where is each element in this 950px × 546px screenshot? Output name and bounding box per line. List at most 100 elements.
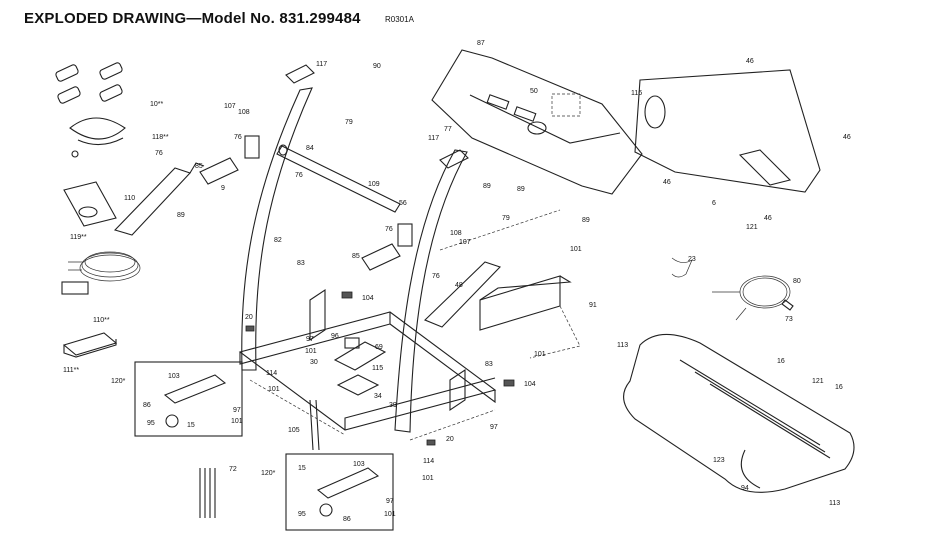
label-107: 107 [224, 103, 236, 110]
label-82: 82 [274, 237, 282, 244]
label-77: 77 [444, 126, 452, 133]
upright-frame [241, 64, 469, 433]
label-113-a: 113 [617, 342, 628, 349]
label-121-a: 121 [746, 224, 758, 231]
label-23: 23 [688, 256, 696, 263]
label-46-a: 46 [746, 58, 754, 65]
label-101-b: 101 [534, 351, 546, 358]
label-76-d: 76 [385, 226, 393, 233]
label-111: 111** [63, 367, 79, 374]
label-116: 116 [631, 90, 642, 97]
label-110-b: 110** [93, 317, 110, 324]
label-101-f: 101 [384, 511, 396, 518]
label-110: 110 [124, 195, 135, 202]
crossbar-109 [276, 144, 401, 213]
label-10: 10** [150, 101, 164, 108]
label-101-a: 101 [305, 348, 317, 355]
label-76-b: 76 [155, 150, 163, 157]
drawing-code: R0301A [385, 15, 414, 24]
label-79-a: 79 [345, 119, 353, 126]
motor-assembly [333, 337, 387, 396]
label-94: 94 [741, 485, 749, 492]
label-108: 108 [238, 109, 250, 116]
label-91: 91 [589, 302, 597, 309]
cd-119 [63, 181, 117, 227]
label-20-b: 20 [446, 436, 454, 443]
label-121-b: 121 [812, 378, 824, 385]
cables-110 [61, 251, 141, 295]
label-15-a: 15 [187, 422, 195, 429]
label-73: 73 [785, 316, 793, 323]
label-103-a: 103 [168, 373, 180, 380]
label-118: 118** [152, 134, 169, 141]
label-69: 69 [375, 344, 383, 351]
handrail-right [424, 261, 502, 328]
label-114-b: 114 [423, 458, 434, 465]
manual-111 [62, 332, 118, 358]
label-117-top: 117 [316, 61, 327, 68]
label-46-b: 46 [843, 134, 851, 141]
label-105: 105 [288, 427, 300, 434]
label-56: 56 [399, 200, 407, 207]
label-6: 6 [712, 200, 716, 207]
hood-94 [623, 333, 855, 493]
strut-105 [199, 399, 320, 518]
hand-weights [55, 62, 123, 104]
label-97-c: 97 [490, 424, 498, 431]
label-15-b: 15 [298, 465, 306, 472]
label-46-d: 46 [764, 215, 772, 222]
label-114-a: 114 [266, 370, 277, 377]
label-85-a: 85 [195, 163, 203, 170]
label-96: 96 [331, 333, 339, 340]
label-46-c: 46 [663, 179, 671, 186]
label-89-d: 89 [177, 212, 185, 219]
handrail-left [113, 162, 205, 236]
label-48: 48 [455, 282, 463, 289]
label-89-c: 89 [582, 217, 590, 224]
label-87: 87 [477, 40, 485, 47]
label-9: 9 [221, 185, 225, 192]
callout-120-left [134, 361, 243, 437]
callout-120-right [285, 453, 394, 531]
label-86-a: 86 [143, 402, 151, 409]
label-76-a: 76 [234, 134, 242, 141]
cable-80 [671, 257, 794, 321]
label-83-b: 83 [485, 361, 493, 368]
label-113-b: 113 [829, 500, 840, 507]
label-95-a: 95 [147, 420, 155, 427]
label-90: 90 [373, 63, 381, 70]
label-109: 109 [368, 181, 380, 188]
label-104-a: 104 [362, 295, 374, 302]
label-107-b: 107 [459, 239, 471, 246]
label-101-g: 101 [570, 246, 582, 253]
label-34: 34 [374, 393, 382, 400]
drawing-title: EXPLODED DRAWING—Model No. 831.299484 [24, 10, 361, 27]
fasteners [245, 291, 515, 446]
label-108-b: 108 [450, 230, 462, 237]
cover-116 [634, 69, 821, 193]
label-86-b: 86 [343, 516, 351, 523]
label-120-a: 120* [111, 378, 126, 385]
label-95-b: 95 [298, 511, 306, 518]
label-76-c: 76 [295, 172, 303, 179]
label-16-b: 16 [835, 384, 843, 391]
label-79-b: 79 [502, 215, 510, 222]
label-97-d: 97 [386, 498, 394, 505]
label-30: 30 [310, 359, 318, 366]
label-101-c: 101 [268, 386, 280, 393]
label-84: 84 [306, 145, 314, 152]
label-85-b: 85 [352, 253, 360, 260]
label-72: 72 [229, 466, 237, 473]
label-123: 123 [713, 457, 725, 464]
label-119: 119** [70, 234, 87, 241]
label-101-e: 101 [422, 475, 434, 482]
tray-91 [479, 275, 572, 331]
label-101-d: 101 [231, 418, 243, 425]
strap-118 [69, 117, 126, 158]
part-labels: 117 90 87 50 116 46 46 46 10** 107 108 7… [63, 40, 851, 523]
label-50: 50 [530, 88, 538, 95]
label-39: 39 [389, 402, 397, 409]
console-87 [431, 49, 643, 195]
label-83-a: 83 [297, 260, 305, 267]
